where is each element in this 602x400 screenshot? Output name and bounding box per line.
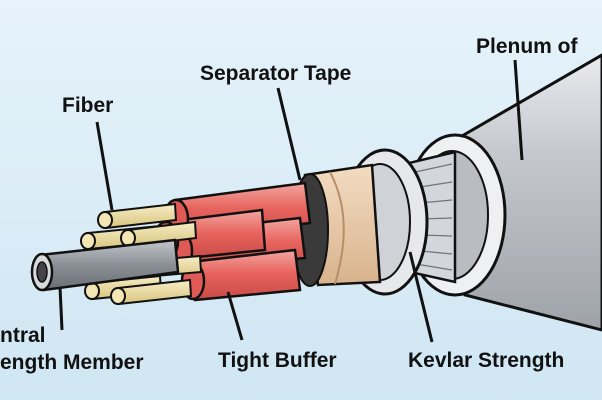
label-central-line2: ength Member xyxy=(0,351,144,374)
central-strength-member xyxy=(30,238,180,292)
label-tight-buffer: Tight Buffer xyxy=(218,349,337,372)
label-fiber: Fiber xyxy=(62,94,114,117)
label-separator-tape: Separator Tape xyxy=(200,62,352,85)
label-plenum: Plenum of xyxy=(476,35,578,58)
leader-lines xyxy=(58,59,524,343)
label-central-line1: ntral xyxy=(0,324,46,347)
label-kevlar: Kevlar Strength xyxy=(408,349,565,372)
